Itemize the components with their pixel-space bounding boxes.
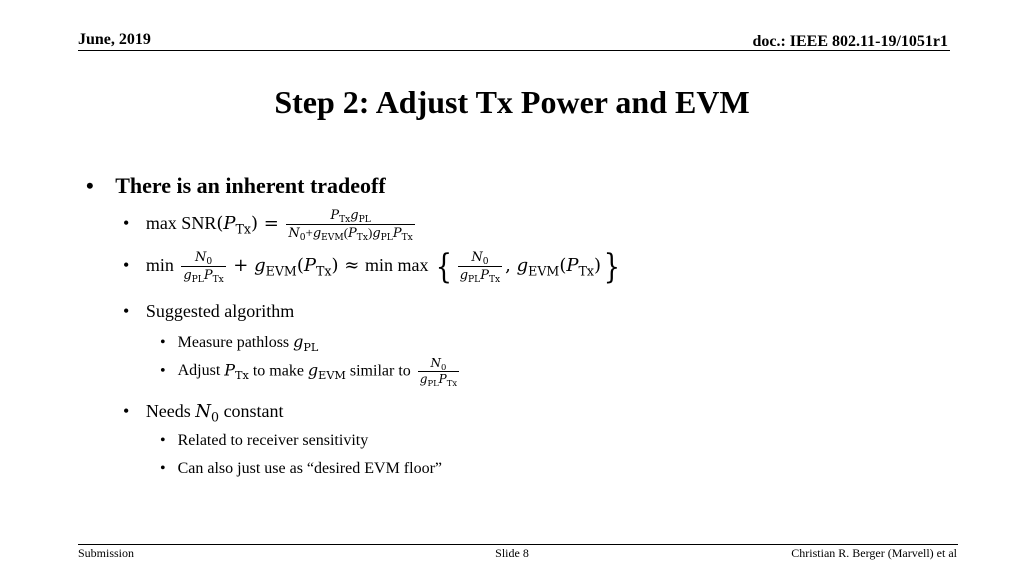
bullet-needs: • Needs N0 constant [123, 401, 284, 425]
bullet-dot: • [123, 212, 130, 233]
header-doc-id: doc.: IEEE 802.11-19/1051r1 [752, 33, 948, 50]
footer-author: Christian R. Berger (Marvell) et al [791, 546, 957, 560]
needs-sub-2: • Can also just use as “desired EVM floo… [160, 460, 442, 478]
footer-submission: Submission [78, 546, 135, 560]
header-rule [78, 50, 950, 51]
bullet-dot: • [160, 334, 166, 351]
footer-rule [78, 544, 958, 545]
bullet-dot: • [123, 255, 130, 276]
header-date: June, 2019 [78, 31, 151, 48]
alg-step-adjust: • Adjust PTx to make gEVM similar to N0 … [160, 356, 460, 388]
alg-adjust-b: to make [252, 362, 304, 380]
needs-sub-1-text: Related to receiver sensitivity [177, 432, 369, 449]
bullet-dot: • [160, 460, 166, 477]
alg-step-measure: • Measure pathloss gPL [160, 332, 319, 354]
needs-a: Needs [145, 401, 191, 421]
eq1-prefix: max SNR [145, 212, 217, 233]
bullet-dot: • [123, 301, 130, 321]
alg-measure-text: Measure pathloss [177, 334, 290, 351]
bullet-algorithm: • Suggested algorithm [123, 301, 294, 322]
bullet-tradeoff: • There is an inherent tradeoff [86, 173, 386, 199]
alg-adjust-a: Adjust [177, 362, 221, 380]
needs-sub-2-text: Can also just use as “desired EVM floor” [177, 460, 442, 477]
bullet-tradeoff-text: There is an inherent tradeoff [115, 173, 386, 198]
equation-min: • min N0 gPLPTx + gEVM(PTx) ≈ min max { … [123, 247, 620, 287]
slide-title: Step 2: Adjust Tx Power and EVM [274, 84, 750, 120]
footer-slide-number: Slide 8 [495, 546, 529, 560]
eq2-fraction-2: N0 gPLPTx [457, 250, 503, 286]
needs-sub-1: • Related to receiver sensitivity [160, 432, 368, 450]
alg-adjust-c: similar to [349, 362, 411, 380]
bullet-dot: • [86, 173, 94, 198]
eq2-min-max: min max [365, 255, 429, 276]
bullet-dot: • [160, 362, 166, 380]
bullet-dot: • [123, 401, 130, 421]
eq2-fraction-1: N0 gPLPTx [181, 250, 226, 286]
eq1-fraction: PTxgPL N0+gEVM(PTx)gPLPTx [286, 208, 415, 244]
needs-b: constant [223, 401, 284, 421]
alg-fraction: N0 gPLPTx [417, 356, 460, 388]
bullet-algorithm-text: Suggested algorithm [145, 301, 295, 321]
bullet-dot: • [160, 432, 166, 449]
eq2-min: min [145, 255, 174, 276]
equation-max-snr: • max SNR(PTx) = PTxgPL N0+gEVM(PTx)gPLP… [123, 208, 415, 244]
